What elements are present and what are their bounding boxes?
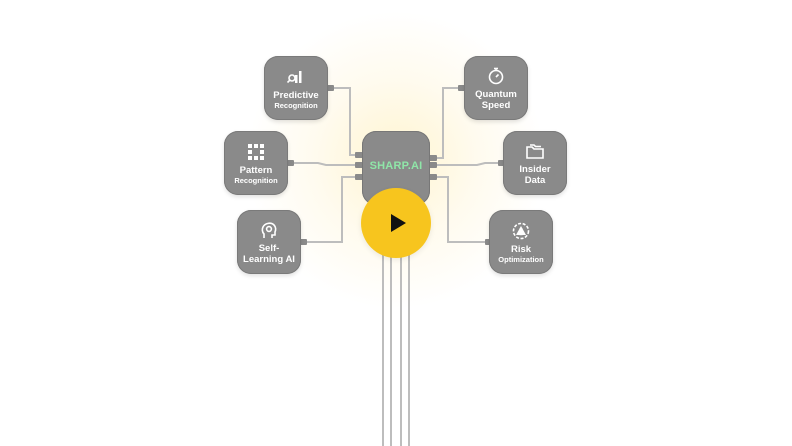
- warning-gear-icon: [512, 222, 530, 239]
- node-label-secondary: Learning AI: [243, 253, 295, 265]
- node-label-primary: Quantum: [475, 88, 517, 100]
- node-label-primary: Self-: [258, 242, 280, 254]
- play-button[interactable]: [361, 188, 431, 258]
- node-predictive-recognition: Predictive Recognition: [264, 56, 328, 120]
- node-label-primary: Predictive: [273, 89, 319, 101]
- play-icon: [391, 214, 406, 232]
- node-label-secondary: Recognition: [234, 175, 278, 185]
- node-label-secondary: Optimization: [498, 254, 544, 264]
- core-label: SHARP.AI: [369, 160, 423, 172]
- node-label-secondary: Data: [524, 174, 546, 186]
- node-label-primary: Insider: [519, 163, 551, 175]
- stopwatch-icon: [488, 67, 504, 84]
- node-label-primary: Risk: [510, 243, 532, 255]
- node-label-secondary: Recognition: [274, 100, 318, 110]
- node-insider-data: Insider Data: [503, 131, 567, 195]
- folder-icon: [526, 143, 544, 159]
- chart-magnifier-icon: [286, 70, 302, 83]
- node-self-learning-ai: Self- Learning AI: [237, 210, 301, 274]
- node-label-secondary: Speed: [481, 99, 511, 111]
- head-gear-icon: [261, 221, 277, 238]
- node-label-primary: Pattern: [239, 164, 273, 176]
- node-quantum-speed: Quantum Speed: [464, 56, 528, 120]
- node-risk-optimization: Risk Optimization: [489, 210, 553, 274]
- node-pattern-recognition: Pattern Recognition: [224, 131, 288, 195]
- dot-grid-icon: [248, 143, 264, 160]
